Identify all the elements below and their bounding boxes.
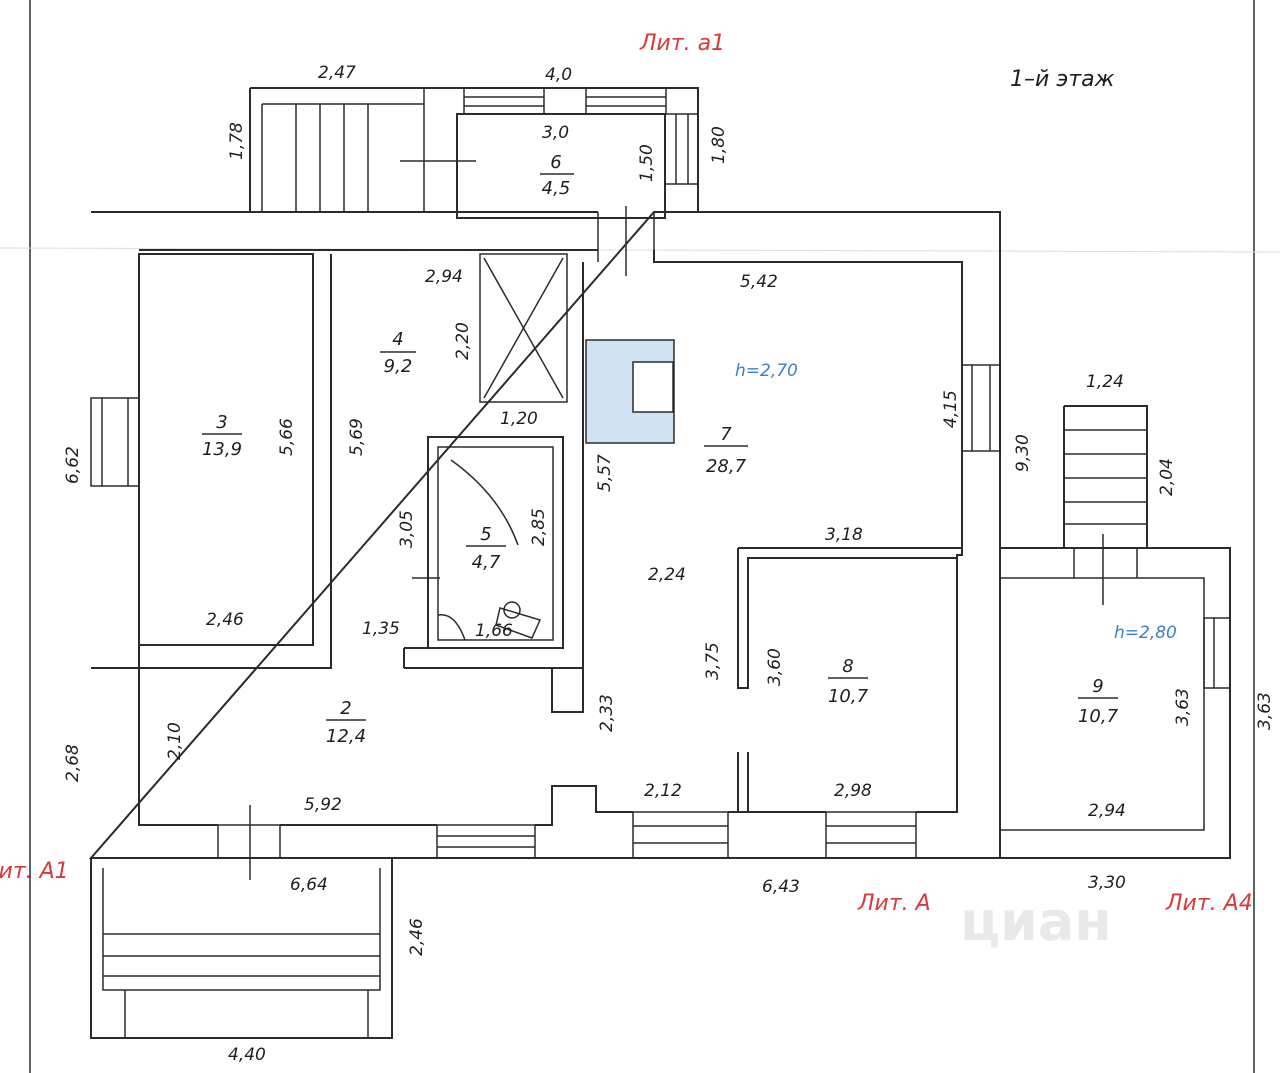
dim-top-total-w: 4,0 (545, 65, 572, 85)
dim-room4-niche-w: 1,20 (500, 409, 538, 429)
room-number: 3 (216, 412, 227, 433)
watermark-text: циан (960, 890, 1112, 953)
room-label-3: 3 13,9 (202, 412, 242, 460)
lit-A1-label: Лит. А1 (0, 859, 69, 884)
dim-room6-w: 3,0 (542, 123, 569, 143)
dim-room8-top-w: 3,18 (825, 525, 863, 545)
dim-porch-top-h: 1,78 (227, 122, 247, 160)
dim-room7-w: 5,42 (740, 272, 778, 292)
room-area: 4,5 (542, 178, 571, 199)
vestibule-a1 (249, 87, 699, 276)
room9-height: h=2,80 (1114, 623, 1177, 643)
dim-room2-right-h: 2,33 (597, 694, 617, 732)
lit-A4-label: Лит. А4 (1165, 891, 1253, 916)
lit-A-label: Лит. А (857, 891, 931, 916)
dim-room8-bottom-right: 2,98 (834, 781, 872, 801)
room-label-4: 4 9,2 (380, 329, 416, 377)
dim-room5-w: 1,66 (475, 621, 513, 641)
room-area: 10,7 (828, 686, 869, 707)
room-area: 28,7 (706, 456, 747, 477)
main-walls (88, 211, 1001, 859)
room-area: 10,7 (1078, 706, 1119, 727)
room-number: 9 (1092, 676, 1103, 697)
dim-top-right-h: 1,80 (709, 126, 729, 164)
room-label-6: 6 4,5 (540, 152, 574, 199)
room-number: 5 (480, 524, 491, 545)
dim-room9-h-outer: 3,63 (1255, 692, 1275, 730)
room-label-7: 728,7 (704, 424, 748, 477)
dim-porch-top-w: 2,47 (318, 63, 356, 83)
dim-room5-inner-h: 2,85 (529, 508, 549, 546)
dim-litA4-w: 3,30 (1088, 873, 1126, 893)
room-label-8: 8 10,7 (828, 656, 869, 707)
dim-room2-h: 2,10 (165, 722, 185, 760)
dim-room4-niche-h: 2,20 (453, 322, 473, 360)
dim-stair-w: 1,24 (1086, 372, 1124, 392)
dim-room7-mid: 2,24 (648, 565, 686, 585)
room7-height: h=2,70 (735, 361, 798, 381)
room-number: 7 (720, 424, 732, 445)
floor-title: 1–й этаж (1010, 67, 1115, 92)
extension-a4 (1000, 405, 1231, 859)
dim-room9-w: 2,94 (1088, 801, 1126, 821)
dim-room7-left-h: 5,57 (595, 454, 615, 492)
dim-room5-h: 3,05 (397, 510, 417, 548)
room-number: 4 (392, 329, 403, 350)
dim-room4-w: 2,94 (425, 267, 463, 287)
room-number: 2 (340, 698, 351, 719)
dim-left-total-h: 6,62 (63, 446, 83, 484)
dim-stair-h: 2,04 (1157, 458, 1177, 496)
room-label-9: 9 10,7 (1078, 676, 1119, 727)
lit-a1-label: Лит. а1 (639, 31, 725, 56)
dim-room3-h-right: 5,69 (347, 418, 367, 456)
dim-room6-h: 1,50 (637, 144, 657, 182)
dim-room3-h: 5,66 (277, 418, 297, 456)
dim-room8-bottom-left: 2,12 (644, 781, 682, 801)
room-label-2: 2 12,4 (326, 698, 366, 747)
dim-room8-left-h: 3,75 (703, 642, 723, 680)
dim-left-bottom-h: 2,68 (63, 744, 83, 782)
fold-line (0, 247, 1280, 253)
room-number: 8 (842, 656, 853, 677)
dim-hall-gap: 1,35 (362, 619, 400, 639)
dimension-labels: 2,47 4,0 1,78 3,0 1,50 1,80 2,94 5,42 2,… (63, 63, 1275, 1065)
dim-room2-w: 5,92 (304, 795, 342, 815)
dim-room3-w: 2,46 (206, 610, 244, 630)
dim-porch-bottom-w: 4,40 (228, 1045, 266, 1065)
dim-room7-right-h: 4,15 (941, 390, 961, 428)
dim-room9-h-right: 3,63 (1173, 688, 1193, 726)
dim-room8-h: 3,60 (765, 648, 785, 686)
dim-litA-w: 6,43 (762, 877, 800, 897)
room-area: 4,7 (472, 552, 501, 573)
dim-total-right-h: 9,30 (1013, 434, 1033, 472)
dim-litA1-w: 6,64 (290, 875, 328, 895)
room-number: 6 (550, 152, 561, 173)
room-area: 9,2 (384, 356, 413, 377)
room-area: 12,4 (326, 726, 366, 747)
room-label-5: 5 4,7 (466, 524, 506, 573)
room-area: 13,9 (202, 439, 242, 460)
porch-a1 (90, 805, 393, 1039)
dim-porch-bottom-h: 2,46 (407, 918, 427, 956)
